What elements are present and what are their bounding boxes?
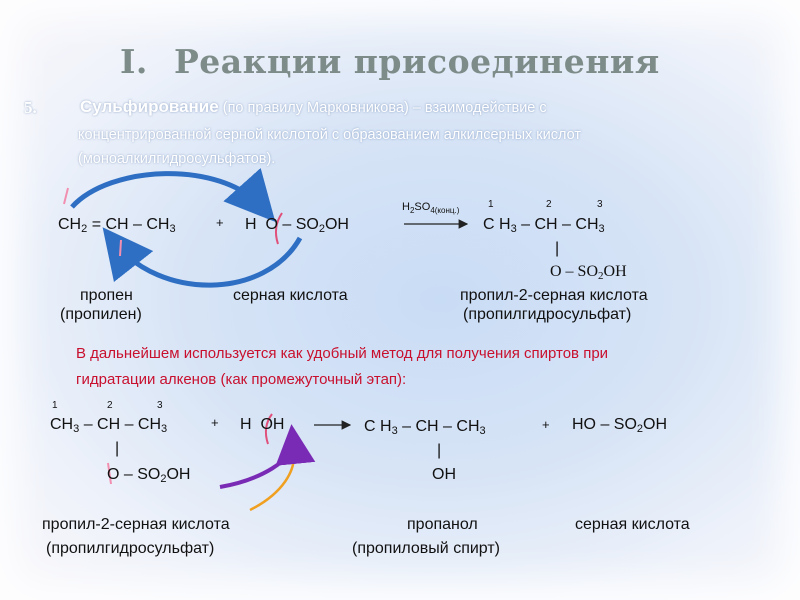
label-propyl-hydrosulfate-1: (пропилгидросульфат) xyxy=(463,306,632,323)
item-name: Сульфирование xyxy=(80,97,219,116)
title-text: Реакции присоединения xyxy=(173,42,660,81)
reaction-1-number-2: 2 xyxy=(546,199,552,210)
title-number: I. xyxy=(120,42,148,81)
reaction-1-bond: | xyxy=(555,240,560,257)
reaction-1-number-3: 3 xyxy=(597,199,603,210)
item-number: 5. xyxy=(24,98,37,117)
reaction-2-product-2: HO – SO2OH xyxy=(572,416,668,435)
label-propyl-hydrosulfate-2: (пропилгидросульфат) xyxy=(46,540,215,557)
reaction-2-substituent: O – SO2OH xyxy=(107,466,191,485)
note-line-2: гидратации алкенов (как промежуточный эт… xyxy=(76,371,407,388)
label-propylene: (пропилен) xyxy=(60,306,142,323)
reaction-2-number-3: 3 xyxy=(157,400,163,411)
reaction-2-number-1: 1 xyxy=(52,400,58,411)
reaction-1-product: C H3 – CH – CH3 xyxy=(483,216,605,235)
reaction-2-product-1-oh: OH xyxy=(432,466,456,483)
purple-curved-arrow xyxy=(219,424,316,489)
reaction-2-bond-1: | xyxy=(115,440,120,457)
reaction-1-reactant-2: H O – SO2OH xyxy=(245,216,349,235)
item-rule: (по правилу Марковникова) – взаимодейств… xyxy=(222,100,547,116)
intro-line-3: (моноалкилгидросульфатов). xyxy=(78,151,276,167)
cut-mark-3 xyxy=(107,462,112,485)
label-propyl-sulfuric-acid-2: пропил-2-серная кислота xyxy=(42,516,230,533)
reaction-2-plus-2: + xyxy=(542,417,550,432)
bond-mark-2 xyxy=(119,239,122,257)
label-propyl-alcohol: (пропиловый спирт) xyxy=(352,540,500,557)
label-sulfuric-acid-2: серная кислота xyxy=(575,516,690,533)
reaction-2-reactant-1: CH3 – CH – CH3 xyxy=(50,416,168,435)
slide-title: I. Реакции присоединения xyxy=(120,42,660,81)
reaction-2-number-2: 2 xyxy=(107,400,113,411)
reaction-1-catalyst: H2SO4(конц.) xyxy=(402,201,460,216)
reaction-2-product-1: C H3 – CH – CH3 xyxy=(364,418,486,437)
reaction-1-number-1: 1 xyxy=(488,199,494,210)
cut-mark-1 xyxy=(274,212,283,245)
reaction-2-reactant-2: H OH xyxy=(240,416,285,433)
label-propyl-sulfuric-acid-1: пропил-2-серная кислота xyxy=(460,287,648,304)
label-propene: пропен xyxy=(80,287,133,304)
label-propanol: пропанол xyxy=(407,516,478,533)
upper-curved-arrow xyxy=(70,167,276,222)
reaction-1-substituent: O – SO2OH xyxy=(550,263,627,282)
intro-line-1: Сульфирование (по правилу Марковникова) … xyxy=(80,97,547,117)
reaction-2-plus-1: + xyxy=(211,415,219,430)
bond-mark-1 xyxy=(63,187,69,205)
reaction-1-plus: + xyxy=(216,215,224,230)
reaction-2-bond-2: | xyxy=(437,442,442,459)
label-sulfuric-acid-1: серная кислота xyxy=(233,287,348,304)
reaction-1-reactant-1: CH2 = CH – CH3 xyxy=(58,216,176,235)
note-line-1: В дальнейшем используется как удобный ме… xyxy=(76,345,609,362)
cut-mark-2 xyxy=(264,413,273,445)
lower-curved-arrow xyxy=(102,227,303,288)
intro-line-2: концентрированной серной кислотой с обра… xyxy=(78,127,582,143)
